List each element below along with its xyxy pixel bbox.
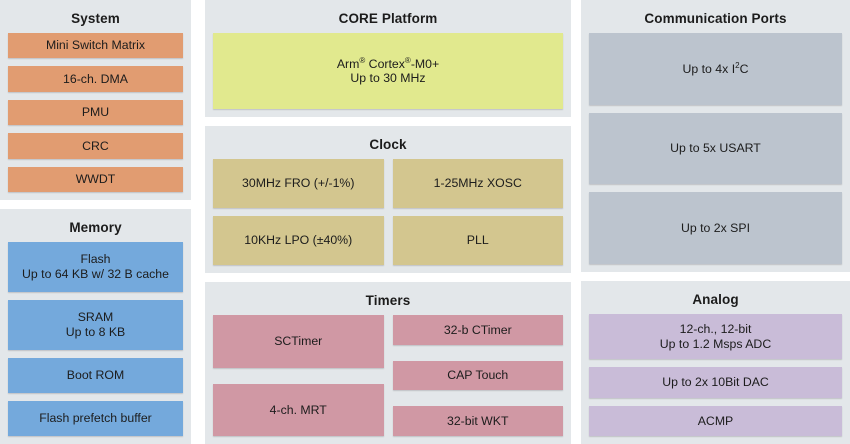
block-boot-rom[interactable]: Boot ROM	[8, 357, 183, 393]
clock-block-grid: 30MHz FRO (+/-1%) 1-25MHz XOSC 10KHz LPO…	[213, 159, 563, 265]
i2c-label-pre: Up to 4x I	[682, 61, 736, 76]
panel-title-system: System	[71, 11, 120, 26]
panel-core-platform: CORE Platform Arm® Cortex®-M0+Up to 30 M…	[205, 0, 571, 117]
block-arm-cortex-m0plus[interactable]: Arm® Cortex®-M0+Up to 30 MHz	[213, 33, 563, 109]
block-wkt[interactable]: 32-bit WKT	[392, 406, 563, 437]
block-sctimer[interactable]: SCTimer	[213, 315, 384, 368]
block-label: CRC	[82, 138, 109, 153]
block-label: ACMP	[697, 413, 734, 428]
core-label-mid: Cortex	[365, 56, 405, 71]
block-label: 32-b CTimer	[443, 322, 512, 337]
block-mini-switch-matrix[interactable]: Mini Switch Matrix	[8, 33, 183, 59]
left-column: System Mini Switch Matrix 16-ch. DMA PMU…	[0, 0, 205, 444]
analog-block-list: 12-ch., 12-bit Up to 1.2 Msps ADC Up to …	[589, 314, 842, 436]
block-label: SRAM Up to 8 KB	[65, 310, 126, 339]
block-label: CAP Touch	[447, 368, 509, 383]
block-label: 16-ch. DMA	[63, 71, 128, 86]
block-crc[interactable]: CRC	[8, 133, 183, 159]
i2c-label-post: C	[739, 61, 749, 76]
block-label: SCTimer	[274, 334, 323, 348]
registered-mark-icon: ®	[359, 55, 366, 65]
right-column: Communication Ports Up to 4x I2C Up to 5…	[581, 0, 850, 444]
block-acmp[interactable]: ACMP	[589, 405, 842, 436]
block-label: 10KHz LPO (±40%)	[244, 233, 353, 248]
panel-clock: Clock 30MHz FRO (+/-1%) 1-25MHz XOSC 10K…	[205, 126, 571, 273]
block-label: 30MHz FRO (+/-1%)	[242, 176, 355, 191]
block-dac[interactable]: Up to 2x 10Bit DAC	[589, 367, 842, 398]
panel-timers: Timers SCTimer 4-ch. MRT 32-b CTimer CAP	[205, 282, 571, 444]
block-pll[interactable]: PLL	[392, 216, 563, 265]
block-pmu[interactable]: PMU	[8, 99, 183, 126]
memory-block-list: Flash Up to 64 KB w/ 32 B cache SRAM Up …	[8, 242, 183, 436]
block-label: 12-ch., 12-bit Up to 1.2 Msps ADC	[659, 322, 772, 351]
panel-title-core-platform: CORE Platform	[338, 11, 438, 26]
block-label: 1-25MHz XOSC	[433, 176, 522, 191]
panel-memory: Memory Flash Up to 64 KB w/ 32 B cache S…	[0, 209, 191, 444]
core-block-list: Arm® Cortex®-M0+Up to 30 MHz	[213, 33, 563, 109]
middle-column: CORE Platform Arm® Cortex®-M0+Up to 30 M…	[205, 0, 581, 444]
block-label: Up to 5x USART	[670, 141, 761, 156]
panel-communication-ports: Communication Ports Up to 4x I2C Up to 5…	[581, 0, 850, 272]
superscript-two-icon: 2	[735, 60, 740, 70]
block-xosc[interactable]: 1-25MHz XOSC	[392, 159, 563, 208]
core-label-pre: Arm	[336, 56, 360, 71]
timers-right-column: 32-b CTimer CAP Touch 32-bit WKT	[392, 315, 563, 437]
system-block-list: Mini Switch Matrix 16-ch. DMA PMU CRC WW…	[8, 33, 183, 193]
block-flash-prefetch-buffer[interactable]: Flash prefetch buffer	[8, 400, 183, 436]
block-label: WWDT	[75, 172, 116, 187]
block-label: PMU	[81, 105, 110, 120]
block-adc[interactable]: 12-ch., 12-bit Up to 1.2 Msps ADC	[589, 314, 842, 359]
communication-block-list: Up to 4x I2C Up to 5x USART Up to 2x SPI	[589, 33, 842, 265]
timers-left-column: SCTimer 4-ch. MRT	[213, 315, 384, 436]
block-label: Up to 4x I2C	[682, 60, 749, 77]
block-mrt[interactable]: 4-ch. MRT	[213, 383, 384, 436]
block-label: 4-ch. MRT	[269, 402, 327, 417]
block-cap-touch[interactable]: CAP Touch	[392, 360, 563, 391]
timers-block-columns: SCTimer 4-ch. MRT 32-b CTimer CAP Touch …	[213, 315, 563, 437]
block-ctimer[interactable]: 32-b CTimer	[392, 315, 563, 345]
panel-analog: Analog 12-ch., 12-bit Up to 1.2 Msps ADC…	[581, 281, 850, 444]
panel-title-clock: Clock	[369, 137, 407, 152]
block-label: PLL	[466, 233, 489, 248]
block-label: Boot ROM	[66, 367, 125, 382]
block-label: Flash prefetch buffer	[39, 411, 152, 426]
block-sram[interactable]: SRAM Up to 8 KB	[8, 299, 183, 350]
block-usart[interactable]: Up to 5x USART	[589, 112, 842, 185]
block-spi[interactable]: Up to 2x SPI	[589, 192, 842, 265]
panel-title-communication-ports: Communication Ports	[644, 11, 787, 26]
block-i2c[interactable]: Up to 4x I2C	[589, 33, 842, 105]
panel-system: System Mini Switch Matrix 16-ch. DMA PMU…	[0, 0, 191, 200]
block-wwdt[interactable]: WWDT	[8, 166, 183, 193]
block-label: Mini Switch Matrix	[45, 38, 146, 53]
panel-title-timers: Timers	[365, 293, 411, 308]
block-fro[interactable]: 30MHz FRO (+/-1%)	[213, 159, 384, 208]
block-label: Up to 2x SPI	[680, 220, 751, 235]
core-label-post: -M0+	[410, 56, 440, 71]
block-flash[interactable]: Flash Up to 64 KB w/ 32 B cache	[8, 242, 183, 292]
panel-title-memory: Memory	[69, 220, 122, 235]
panel-title-analog: Analog	[692, 292, 739, 307]
block-label: 32-bit WKT	[447, 413, 509, 428]
block-label: Arm® Cortex®-M0+Up to 30 MHz	[336, 55, 440, 86]
core-label-line2: Up to 30 MHz	[350, 71, 426, 85]
block-dma[interactable]: 16-ch. DMA	[8, 66, 183, 92]
block-lpo[interactable]: 10KHz LPO (±40%)	[213, 216, 384, 265]
block-label: Flash Up to 64 KB w/ 32 B cache	[22, 252, 169, 281]
block-label: Up to 2x 10Bit DAC	[662, 375, 769, 389]
registered-mark-icon: ®	[404, 55, 411, 65]
